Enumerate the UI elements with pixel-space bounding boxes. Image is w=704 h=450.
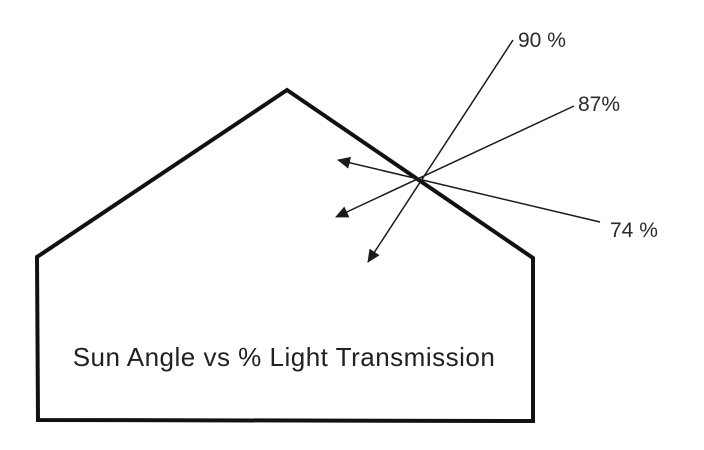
sun-ray-90-arrow xyxy=(367,39,514,263)
sun-ray-74-arrow xyxy=(337,156,601,223)
house-outline xyxy=(34,87,535,424)
diagram-title: Sun Angle vs % Light Transmission xyxy=(73,342,496,372)
sun-ray-87-arrow xyxy=(335,105,575,218)
ray-label-87: 87% xyxy=(578,93,620,116)
ray-label-74: 74 % xyxy=(610,219,658,242)
ray-label-90: 90 % xyxy=(518,29,566,52)
